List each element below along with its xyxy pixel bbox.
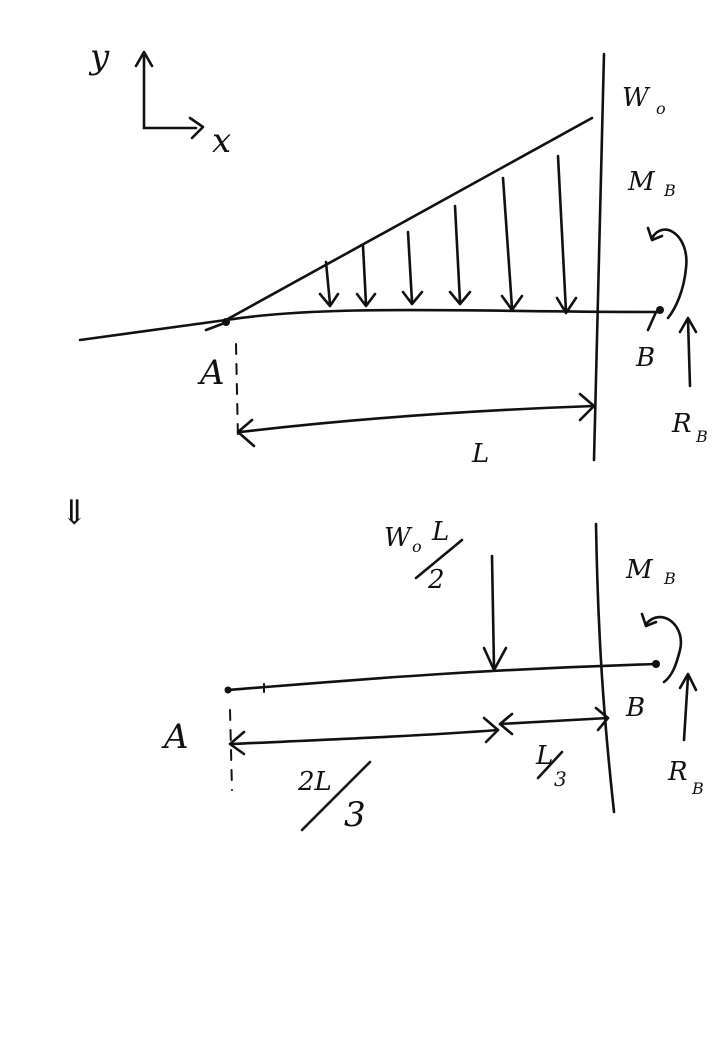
dimension-arrowhead-right bbox=[578, 392, 596, 422]
point-a-label-bottom: A bbox=[161, 717, 189, 757]
beam-top bbox=[78, 308, 662, 342]
dimension-l3-arrow-right bbox=[594, 706, 610, 732]
point-b-label-bottom: B bbox=[625, 693, 645, 723]
bottom-figure: W o L 2 M B A B R B 2L 3 L 3 bbox=[161, 517, 704, 835]
y-axis-label: y bbox=[88, 37, 110, 77]
resultant-load-w: W bbox=[384, 523, 413, 553]
reaction-arrow-bottom bbox=[682, 674, 690, 742]
distance-2l3-numerator: 2L bbox=[297, 767, 332, 797]
distance-l3-denominator: 3 bbox=[554, 767, 567, 791]
point-a-label-top: A bbox=[197, 353, 225, 393]
point-a-dot-bottom bbox=[224, 686, 232, 694]
reaction-subscript-bottom: B bbox=[691, 779, 704, 798]
moment-curl-top bbox=[650, 228, 688, 320]
x-axis-arrowhead bbox=[188, 116, 205, 140]
dimension-line-l bbox=[238, 404, 596, 434]
dimension-l3-arrow-left bbox=[498, 712, 514, 736]
moment-arrowhead-top bbox=[646, 226, 664, 242]
fixed-wall-top bbox=[592, 52, 606, 462]
fixed-wall-bottom bbox=[594, 522, 616, 814]
dimension-2l3-arrow-right bbox=[482, 716, 500, 744]
resultant-force-arrowhead bbox=[482, 646, 508, 672]
y-axis-arrowhead bbox=[134, 50, 154, 68]
x-axis-label: x bbox=[212, 121, 231, 161]
moment-arrowhead-bottom bbox=[640, 612, 658, 628]
moment-subscript-top: B bbox=[663, 181, 676, 200]
dimension-line-l3 bbox=[498, 716, 610, 726]
distance-l3-bar bbox=[536, 750, 564, 780]
top-figure: W o M B A B R B L bbox=[78, 52, 708, 469]
resultant-load-l: L bbox=[431, 517, 449, 547]
reaction-subscript-top: B bbox=[695, 427, 708, 446]
reaction-arrowhead-bottom bbox=[678, 672, 698, 692]
point-b-dot bbox=[656, 306, 664, 314]
dimension-line-2l3 bbox=[230, 728, 500, 746]
moment-label-top: M bbox=[627, 167, 656, 197]
point-b-label-top: B bbox=[635, 343, 655, 373]
dimension-arrowhead-left bbox=[236, 418, 256, 448]
load-intensity-label: W bbox=[622, 83, 651, 113]
reaction-arrow-top bbox=[686, 318, 692, 388]
resultant-load-denominator: 2 bbox=[427, 565, 445, 595]
triangular-load-envelope bbox=[224, 116, 594, 322]
resultant-fraction-bar bbox=[414, 538, 464, 580]
point-b-dot-bottom bbox=[652, 660, 660, 668]
moment-subscript-bottom: B bbox=[663, 569, 676, 588]
dimension-guide-a-top bbox=[235, 343, 239, 441]
equivalence-arrow: ⇓ bbox=[60, 493, 89, 533]
coordinate-axes: y x bbox=[88, 37, 231, 161]
resultant-force-arrow bbox=[490, 554, 496, 670]
support-tick-b bbox=[646, 310, 658, 332]
distance-l3-numerator: L bbox=[535, 741, 553, 771]
moment-label-bottom: M bbox=[625, 555, 654, 585]
resultant-load-sub: o bbox=[412, 537, 422, 556]
beam-bottom bbox=[226, 662, 658, 692]
support-tick-a bbox=[204, 322, 224, 332]
distributed-load-arrows bbox=[318, 154, 578, 315]
reaction-label-bottom: R bbox=[667, 757, 688, 787]
dimension-guide-a-bottom bbox=[229, 709, 233, 791]
dimension-2l3-arrow-left bbox=[228, 730, 246, 756]
reaction-arrowhead-top bbox=[678, 316, 698, 334]
moment-curl-bottom bbox=[644, 615, 683, 684]
load-intensity-subscript: o bbox=[656, 99, 666, 118]
reaction-label-top: R bbox=[671, 409, 692, 439]
distance-2l3-denominator: 3 bbox=[344, 795, 366, 835]
distance-2l3-bar bbox=[300, 760, 372, 832]
span-label: L bbox=[471, 439, 489, 469]
